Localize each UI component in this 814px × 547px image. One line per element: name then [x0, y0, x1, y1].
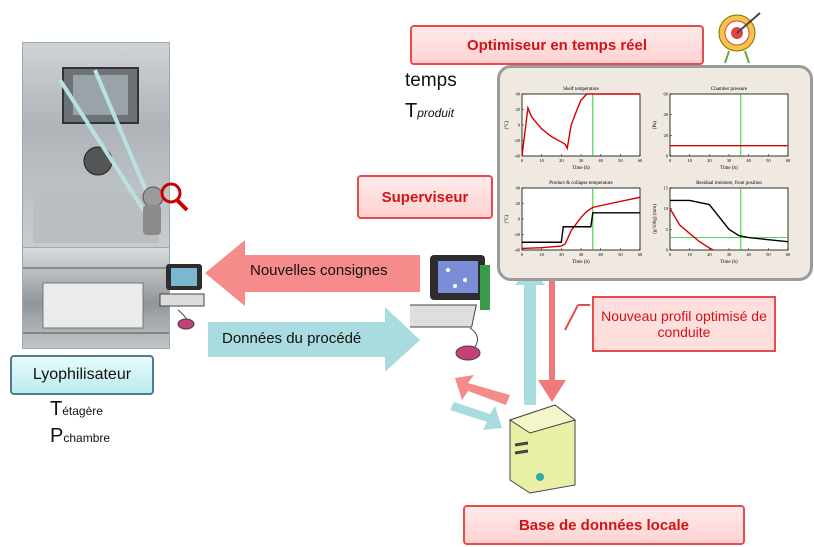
x-tick-label: 60 — [638, 252, 643, 257]
database-server-icon — [508, 404, 577, 494]
y-tick-label: 40 — [516, 186, 521, 191]
y-axis-label: (g/100g) (mm) — [653, 204, 658, 234]
small-computer-icon — [159, 264, 205, 330]
x-axis-label: Time (h) — [720, 166, 738, 171]
superviseur-label: Superviseur — [357, 175, 493, 219]
x-tick-label: 30 — [727, 252, 732, 257]
y-tick-label: 40 — [516, 92, 521, 97]
x-axis-label: Time (h) — [572, 166, 590, 171]
x-tick-label: 30 — [579, 158, 584, 163]
temps-label: temps — [405, 70, 457, 91]
p-chambre-label: Pchambre — [50, 425, 111, 447]
target-icon — [718, 12, 761, 64]
x-tick-label: 40 — [598, 252, 603, 257]
x-tick-label: 10 — [687, 158, 692, 163]
series-line — [521, 196, 641, 250]
x-tick-label: 50 — [766, 158, 771, 163]
y-tick-label: 0 — [518, 217, 521, 222]
x-tick-label: 50 — [766, 252, 771, 257]
x-tick-label: 0 — [521, 252, 524, 257]
x-tick-label: 40 — [746, 158, 751, 163]
plot-frame — [669, 187, 789, 251]
db-to-computer-arrow — [450, 402, 502, 430]
y-tick-label: -20 — [514, 232, 521, 237]
y-tick-label: -40 — [514, 248, 521, 253]
x-axis-label: Time (h) — [572, 260, 590, 265]
x-tick-label: 10 — [539, 252, 544, 257]
x-tick-label: 0 — [669, 252, 672, 257]
x-tick-label: 20 — [559, 158, 564, 163]
nouvelles-consignes-arrow — [205, 240, 420, 306]
x-tick-label: 50 — [618, 158, 623, 163]
x-axis-label: Time (h) — [720, 260, 738, 265]
magnifier-person-icon — [142, 182, 189, 235]
nouveau-profil-label: Nouveau profil optimisé de conduite — [592, 296, 776, 352]
nouvelles-consignes-text: Nouvelles consignes — [250, 262, 388, 279]
y-axis-label: (°C) — [505, 120, 510, 129]
computer-to-db-arrow — [455, 375, 510, 405]
plot-title: Chamber pressure — [711, 87, 748, 92]
x-tick-label: 50 — [618, 252, 623, 257]
y-tick-label: 10 — [664, 206, 669, 211]
x-tick-label: 60 — [786, 158, 791, 163]
y-tick-label: 40 — [664, 112, 669, 117]
x-tick-label: 30 — [579, 252, 584, 257]
x-tick-label: 40 — [746, 252, 751, 257]
x-tick-label: 10 — [539, 158, 544, 163]
optimiseur-label: Optimiseur en temps réel — [410, 25, 704, 65]
y-tick-label: 5 — [666, 227, 669, 232]
x-tick-label: 30 — [727, 158, 732, 163]
up-arrow-cyan — [515, 265, 545, 405]
t-produit-label: Tproduit — [405, 100, 454, 122]
x-tick-label: 0 — [521, 158, 524, 163]
y-tick-label: 20 — [516, 107, 521, 112]
series-line — [669, 208, 714, 251]
y-tick-label: 0 — [518, 123, 521, 128]
y-tick-label: -40 — [514, 154, 521, 159]
x-tick-label: 60 — [786, 252, 791, 257]
lyophilizer-photo-bottom — [22, 247, 170, 349]
y-tick-label: 20 — [664, 133, 669, 138]
series-line — [670, 199, 789, 243]
x-tick-label: 20 — [559, 252, 564, 257]
x-tick-label: 0 — [669, 158, 672, 163]
y-tick-label: 60 — [664, 92, 669, 97]
y-tick-label: 0 — [666, 248, 669, 253]
y-axis-label: (Pa) — [653, 121, 658, 130]
main-computer-icon — [410, 255, 490, 361]
series-line — [521, 93, 640, 157]
plot-title: Residual moisture, front position — [696, 181, 762, 186]
x-tick-label: 40 — [598, 158, 603, 163]
plot-frame — [669, 93, 789, 157]
x-tick-label: 60 — [638, 158, 643, 163]
y-axis-label: (°C) — [505, 214, 510, 223]
plot-title: Shelf temperature — [563, 87, 599, 92]
y-tick-label: 0 — [666, 154, 669, 159]
x-tick-label: 20 — [707, 158, 712, 163]
plot-frame — [521, 93, 641, 157]
x-tick-label: 20 — [707, 252, 712, 257]
plot-frame — [521, 187, 641, 251]
lyophilisateur-label: Lyophilisateur — [10, 355, 154, 395]
y-tick-label: -20 — [514, 138, 521, 143]
down-arrow-red — [538, 275, 566, 402]
y-tick-label: 15 — [664, 186, 669, 191]
donnees-procede-arrow — [208, 307, 420, 372]
plot-title: Product & collapse temperature — [549, 181, 613, 186]
x-tick-label: 10 — [687, 252, 692, 257]
donnees-procede-text: Données du procédé — [222, 330, 362, 347]
base-donnees-label: Base de données locale — [463, 505, 745, 545]
series-line — [522, 212, 640, 243]
t-etagere-label: Tétagère — [50, 398, 103, 420]
y-tick-label: 20 — [516, 201, 521, 206]
